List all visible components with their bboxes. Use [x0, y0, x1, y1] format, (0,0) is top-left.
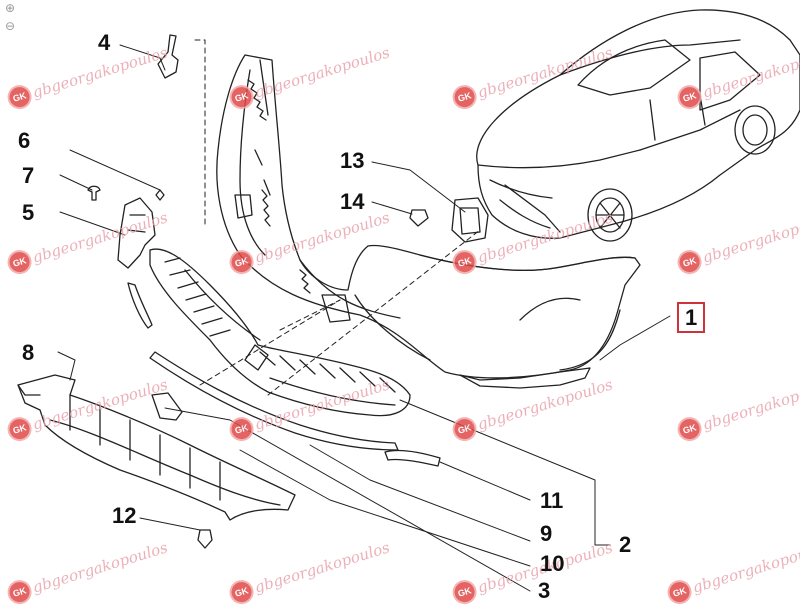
bracket-part-13 [451, 197, 489, 243]
screw-part-6 [155, 189, 165, 201]
callout-11[interactable]: 11 [540, 488, 564, 513]
callout-6[interactable]: 6 [18, 128, 31, 153]
underbody-shield [17, 374, 296, 521]
callout-3[interactable]: 3 [538, 578, 551, 603]
car-illustration [476, 9, 800, 242]
callout-12[interactable]: 12 [112, 503, 137, 528]
callout-7[interactable]: 7 [22, 163, 35, 188]
bolt-part-7 [87, 185, 101, 201]
callout-5[interactable]: 5 [22, 200, 35, 225]
callout-13[interactable]: 13 [340, 148, 365, 173]
callout-4[interactable]: 4 [98, 30, 111, 55]
small-trim-piece [151, 392, 183, 421]
side-trim-strip [127, 282, 153, 329]
callout-8[interactable]: 8 [22, 340, 35, 365]
clip-part-4 [157, 34, 179, 79]
zoom-out-icon[interactable]: ⊖ [4, 19, 16, 33]
bolt-part-14 [409, 209, 429, 227]
callout-9[interactable]: 9 [540, 521, 553, 546]
callout-2[interactable]: 2 [619, 532, 632, 557]
screw-part-12 [197, 529, 213, 549]
side-bracket [117, 197, 156, 269]
right-trim-piece [384, 449, 441, 467]
callout-1[interactable]: 1 [677, 302, 706, 333]
front-grille [149, 248, 411, 417]
zoom-in-icon[interactable]: ⊕ [4, 1, 16, 15]
callout-14[interactable]: 14 [340, 189, 365, 214]
callout-10[interactable]: 10 [540, 551, 565, 576]
